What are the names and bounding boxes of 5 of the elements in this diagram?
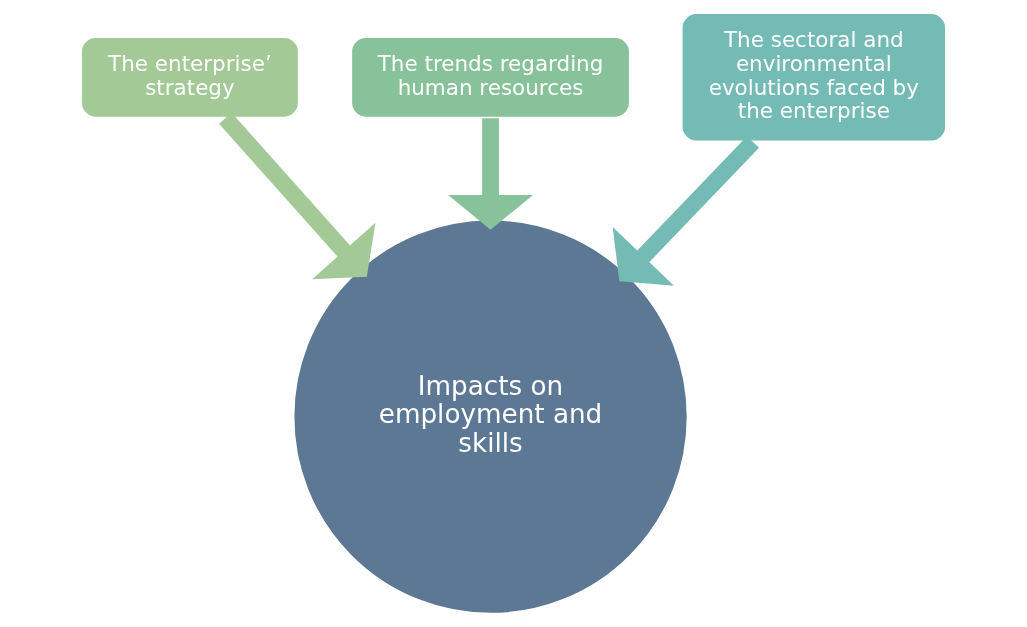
node-box: The enterprise’ strategy (79, 35, 301, 120)
node-circle: Impacts on employment and skills (292, 218, 690, 616)
arrow (448, 118, 533, 230)
node-box: The trends regarding human resources (349, 35, 632, 120)
node-box: The sectoral and environmental evolutions faced by the enterprise (680, 11, 948, 143)
